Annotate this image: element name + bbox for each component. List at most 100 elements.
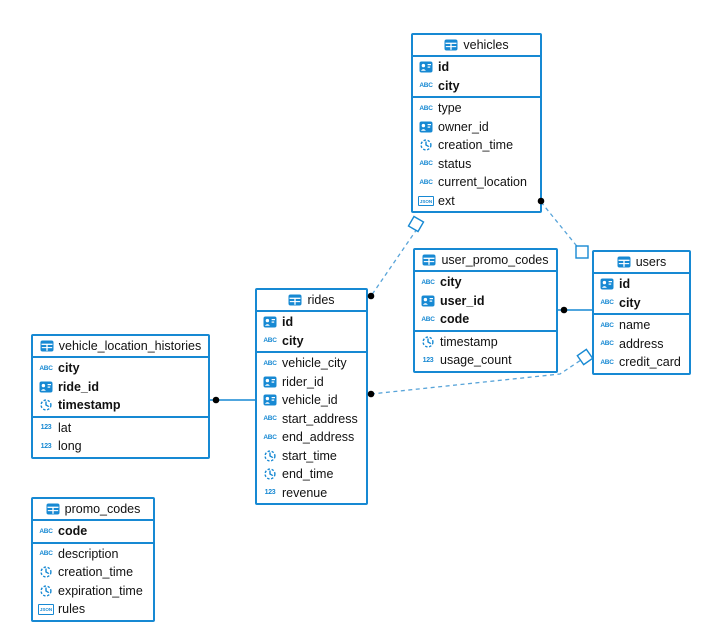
field-name: type [438, 101, 462, 116]
key-section: ABC city user_id ABC code [415, 272, 556, 330]
varchar-icon: ABC [39, 550, 53, 558]
field-name: rules [58, 602, 86, 617]
field-row[interactable]: expiration_time [33, 582, 153, 601]
field-row[interactable]: 123 long [33, 437, 208, 456]
field-row[interactable]: ABC city [33, 359, 208, 378]
field-row[interactable]: ABC description [33, 545, 153, 564]
field-name: usage_count [440, 353, 512, 368]
field-name: id [619, 277, 631, 292]
field-row[interactable]: ABC status [413, 155, 540, 174]
field-row[interactable]: start_time [257, 447, 366, 466]
table-header[interactable]: vehicle_location_histories [33, 336, 208, 358]
field-name: rider_id [282, 374, 324, 389]
uuid-icon [38, 381, 54, 393]
relation-rides-vehicles[interactable] [370, 228, 418, 297]
relation-users-vehicles[interactable] [540, 201, 581, 251]
field-name: city [282, 333, 304, 348]
table-title: user_promo_codes [441, 253, 549, 267]
field-name: city [438, 78, 460, 93]
field-row[interactable]: id [594, 275, 689, 294]
field-row[interactable]: 123 usage_count [415, 351, 556, 370]
field-row[interactable]: ABC city [413, 77, 540, 96]
uuid-icon [418, 121, 434, 133]
field-row[interactable]: timestamp [33, 396, 208, 415]
field-name: long [58, 439, 82, 454]
field-row[interactable]: ABC code [415, 310, 556, 329]
field-row[interactable]: vehicle_id [257, 391, 366, 410]
numeric-icon: 123 [264, 489, 276, 497]
field-name: timestamp [440, 334, 498, 349]
relation-dot-terminator [212, 396, 220, 404]
table-rides[interactable]: rides id ABC city ABC vehicle_city rider… [255, 288, 368, 505]
relation-square-terminator [407, 215, 425, 233]
key-section: id ABC city [257, 312, 366, 351]
field-row[interactable]: ABC type [413, 99, 540, 118]
field-section: ABC description creation_time expiration… [33, 541, 153, 620]
timestamp-icon [38, 399, 54, 411]
field-row[interactable]: 123 revenue [257, 484, 366, 503]
varchar-icon: ABC [419, 82, 433, 90]
field-row[interactable]: ABC code [33, 522, 153, 541]
timestamp-icon [262, 468, 278, 480]
field-row[interactable]: rider_id [257, 373, 366, 392]
field-row[interactable]: end_time [257, 465, 366, 484]
field-name: city [440, 275, 462, 290]
field-name: revenue [282, 485, 328, 500]
field-row[interactable]: creation_time [413, 136, 540, 155]
field-row[interactable]: ABC address [594, 335, 689, 354]
field-section: ABC type owner_id creation_time ABC stat… [413, 96, 540, 211]
numeric-icon: 123 [422, 356, 434, 364]
field-row[interactable]: ABC current_location [413, 173, 540, 192]
table-header[interactable]: vehicles [413, 35, 540, 57]
table-title: vehicles [463, 38, 509, 52]
relation-dot-terminator [560, 306, 568, 314]
field-row[interactable]: ABC credit_card [594, 353, 689, 372]
field-row[interactable]: ABC city [594, 294, 689, 313]
field-row[interactable]: ABC name [594, 316, 689, 335]
field-row[interactable]: ABC start_address [257, 410, 366, 429]
varchar-icon: ABC [419, 178, 433, 186]
field-row[interactable]: ABC vehicle_city [257, 354, 366, 373]
field-row[interactable]: 123 lat [33, 419, 208, 438]
table-vehicle-location-histories[interactable]: vehicle_location_histories ABC city ride… [31, 334, 210, 459]
table-header[interactable]: promo_codes [33, 499, 153, 521]
varchar-icon: ABC [600, 321, 614, 329]
field-row[interactable]: timestamp [415, 333, 556, 352]
field-name: address [619, 336, 664, 351]
varchar-icon: ABC [263, 415, 277, 423]
key-section: ABC code [33, 521, 153, 542]
field-name: code [440, 312, 470, 327]
table-header[interactable]: rides [257, 290, 366, 312]
uuid-icon [420, 295, 436, 307]
json-icon: JSON [417, 195, 435, 206]
table-title: users [635, 255, 667, 269]
table-vehicles[interactable]: vehicles id ABC city ABC type owner_id [411, 33, 542, 213]
field-row[interactable]: id [257, 313, 366, 332]
varchar-icon: ABC [419, 160, 433, 168]
field-row[interactable]: user_id [415, 292, 556, 311]
relation-dot-terminator [367, 292, 375, 300]
table-header[interactable]: users [594, 252, 689, 274]
field-row[interactable]: creation_time [33, 563, 153, 582]
field-name: city [58, 361, 80, 376]
field-row[interactable]: ABC end_address [257, 428, 366, 447]
field-row[interactable]: ride_id [33, 378, 208, 397]
numeric-icon: 123 [40, 424, 52, 432]
table-user-promo-codes[interactable]: user_promo_codes ABC city user_id ABC co… [413, 248, 558, 373]
timestamp-icon [420, 336, 436, 348]
table-promo-codes[interactable]: promo_codes ABC code ABC description cre… [31, 497, 155, 622]
field-row[interactable]: owner_id [413, 118, 540, 137]
varchar-icon: ABC [39, 364, 53, 372]
field-row[interactable]: JSON rules [33, 600, 153, 619]
table-icon [288, 294, 302, 306]
field-name: creation_time [58, 565, 134, 580]
field-row[interactable]: JSON ext [413, 192, 540, 211]
field-row[interactable]: id [413, 58, 540, 77]
field-row[interactable]: ABC city [257, 332, 366, 351]
table-users[interactable]: users id ABC city ABC name ABC address A… [592, 250, 691, 375]
field-name: status [438, 156, 472, 171]
varchar-icon: ABC [263, 337, 277, 345]
field-row[interactable]: ABC city [415, 273, 556, 292]
table-header[interactable]: user_promo_codes [415, 250, 556, 272]
